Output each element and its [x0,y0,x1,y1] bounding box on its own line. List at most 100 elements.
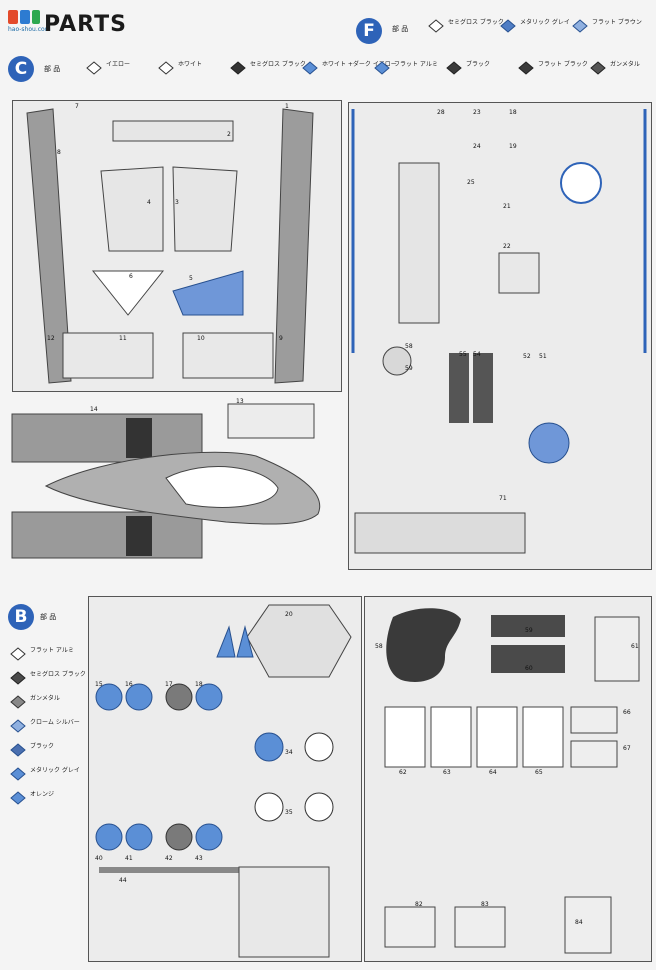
color-swatch [10,790,26,805]
color-swatch [86,60,102,75]
part-number: 66 [623,709,631,716]
part-number: 42 [165,855,173,862]
color-label: フラット アルミ [30,647,74,654]
section-f-label: 部 品 [392,25,409,33]
part-number: 58 [405,343,413,350]
part-number: 55 [459,351,467,358]
part-number: 22 [503,243,511,250]
part-number: 28 [437,109,445,116]
color-label: フラット アルミ [394,61,438,68]
color-label: セミグロス ブラック [250,61,306,68]
part-number: 2 [227,131,231,138]
part-number: 59 [525,627,533,634]
sprue-c-chassis: 14 13 [6,396,340,566]
color-label: セミグロス ブラック [448,19,504,26]
color-label: メタリック グレイ [520,19,570,26]
part-number: 60 [525,665,533,672]
part-number: 83 [481,901,489,908]
part-number: 11 [119,335,127,342]
sprue-f: 23 18 24 19 25 21 22 28 55 54 52 51 58 5… [348,102,652,570]
color-label: セミグロス ブラック [30,671,86,678]
part-number: 34 [285,749,293,756]
color-label: ホワイト +ダーク イエロー [322,61,397,68]
part-number: 62 [399,769,407,776]
part-number: 3 [175,199,179,206]
part-number: 43 [195,855,203,862]
color-label: ガンメタル [610,61,640,68]
color-label: フラット ブラウン [592,19,642,26]
section-b-label: 部 品 [40,613,57,621]
part-number: 6 [129,273,133,280]
part-number: 52 [523,353,531,360]
part-number: 40 [95,855,103,862]
color-label: ブラック [466,61,491,68]
color-swatch [158,60,174,75]
part-number: 65 [535,769,543,776]
color-swatch [500,18,516,33]
color-swatch [302,60,318,75]
watermark-text: hao-shou.com [8,26,51,33]
part-number: 19 [509,143,517,150]
part-number: 9 [279,335,283,342]
part-number: 24 [473,143,481,150]
part-number: 25 [467,179,475,186]
part-number: 18 [195,681,203,688]
part-number: 41 [125,855,133,862]
part-number: 4 [147,199,151,206]
watermark-logo [6,6,42,34]
color-swatch [518,60,534,75]
color-label: ブラック [30,743,55,750]
part-number: 44 [119,877,127,884]
color-swatch [10,766,26,781]
color-label: フラット ブラック [538,61,588,68]
page-title: PARTS [44,12,127,37]
sprue-b-left: 15 16 17 18 34 35 40 41 42 43 20 44 [88,596,362,962]
part-number: 67 [623,745,631,752]
part-number: 10 [197,335,205,342]
sprue-b-right: 58 59 60 61 62 63 64 65 66 67 82 83 84 [364,596,652,962]
color-swatch [374,60,390,75]
color-label: クローム シルバー [30,719,80,726]
part-number: 16 [125,681,133,688]
part-number: 51 [539,353,547,360]
part-number: 64 [489,769,497,776]
part-number: 82 [415,901,423,908]
color-swatch [10,694,26,709]
section-c-label: 部 品 [44,65,61,73]
section-c-badge: C [8,56,34,82]
color-swatch [10,646,26,661]
color-label: ガンメタル [30,695,60,702]
part-number: 20 [285,611,293,618]
part-number: 14 [90,406,98,413]
part-number: 1 [285,103,289,110]
color-swatch [10,742,26,757]
part-number: 13 [236,398,244,405]
color-label: メタリック グレイ [30,767,80,774]
color-swatch [428,18,444,33]
color-swatch [230,60,246,75]
color-swatch [10,670,26,685]
part-number: 63 [443,769,451,776]
part-number: 58 [375,643,383,650]
part-number: 71 [499,495,507,502]
part-number: 35 [285,809,293,816]
color-label: ホワイト [178,61,203,68]
color-label: イエロー [106,61,130,68]
section-b-badge: B [8,604,34,630]
color-swatch [10,718,26,733]
color-label: オレンジ [30,791,55,798]
part-number: 5 [189,275,193,282]
color-swatch [590,60,606,75]
section-f-badge: F [356,18,382,44]
color-swatch [446,60,462,75]
part-number: 84 [575,919,583,926]
part-number: 23 [473,109,481,116]
part-number: 12 [47,335,55,342]
part-number: 15 [95,681,103,688]
part-number: 8 [57,149,61,156]
part-number: 18 [509,109,517,116]
part-number: 17 [165,681,173,688]
part-number: 61 [631,643,639,650]
part-number: 7 [75,103,79,110]
part-number: 59 [405,365,413,372]
